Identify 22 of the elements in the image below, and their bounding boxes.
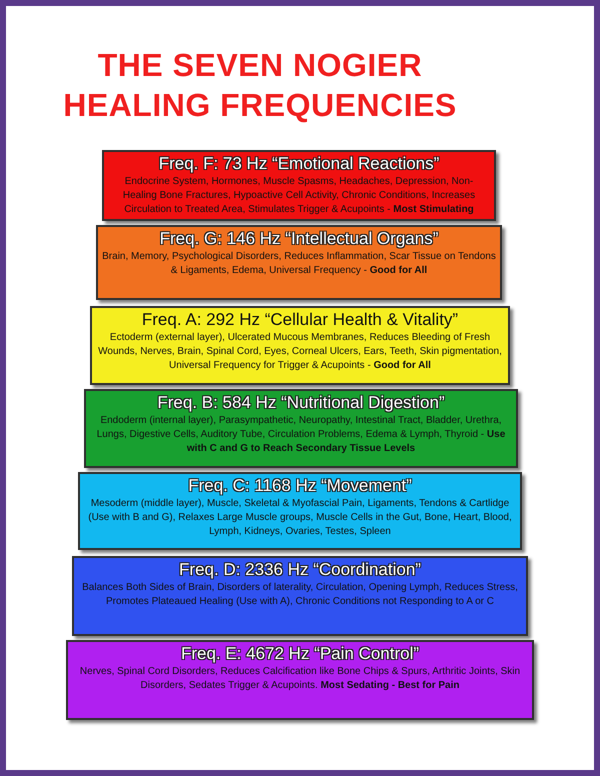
title: THE SEVEN NOGIER HEALING FREQUENCIES [62, 46, 458, 125]
band-description: Nerves, Spinal Cord Disorders, Reduces Calcification like Bone Chips & Spurs, Arthritic Joints, Skin Disorders, Sedates Trigger & Acupoints. Most Sedating - Best for Pain [78, 665, 522, 693]
frequency-band [66, 640, 534, 720]
frequency-band [102, 150, 496, 221]
band-heading: Freq. C: 1168 Hz “Movement” [188, 476, 412, 496]
band-description: Ectoderm (external layer), Ulcerated Mucous Membranes, Reduces Bleeding of Fresh Wounds, Nerves, Brain, Spinal Cord, Eyes, Corneal Ulcers, Ears, Teeth, Skin pigmentation, Universal Frequency for Trigger & Acupoints - Good for All [97, 331, 503, 373]
band-description: Endocrine System, Hormones, Muscle Spasms, Headaches, Depression, Non-Healing Bone Fractures, Hypoactive Cell Activity, Chronic Conditions, Increases Circulation to Treated Area, Stimulates Trigger & Acupoints - Most Stimulating [122, 175, 476, 217]
band-heading: Freq. F: 73 Hz “Emotional Reactions” [158, 154, 440, 174]
band-description: Balances Both Sides of Brain, Disorders of laterality, Circulation, Opening Lymph, Reduces Stress, Promotes Plateaued Healing (Use with A), Chronic Conditions not Responding to A or C [81, 581, 519, 609]
frequency-band [90, 306, 510, 385]
band-description: Brain, Memory, Psychological Disorders, Reduces Inflammation, Scar Tissue on Tendons & Ligaments, Edema, Universal Frequency - Good for All [102, 250, 496, 278]
band-heading: Freq. E: 4672 Hz “Pain Control” [180, 644, 420, 664]
band-description: Mesoderm (middle layer), Muscle, Skeletal & Myofascial Pain, Ligaments, Tendons & Cartlidge (Use with B and G), Relaxes Large Muscle groups, Muscle Cells in the Gut, Bone, Heart, Blood, Lymph, Kidneys, Ovaries, Testes, Spleen [87, 497, 513, 539]
frequency-band [84, 389, 518, 468]
frequency-band [78, 472, 522, 550]
frequency-band [72, 556, 528, 636]
band-heading: Freq. D: 2336 Hz “Coordination” [179, 560, 421, 580]
band-description: Endoderm (internal layer), Parasympathetic, Neuropathy, Intestinal Tract, Bladder, Urethra, Lungs, Digestive Cells, Auditory Tube, Circulation Problems, Edema & Lymph, Thyroid - Use with C and G to Reach Secondary Tissue Levels [96, 414, 506, 456]
band-heading: Freq. A: 292 Hz “Cellular Health & Vitality” [142, 310, 458, 330]
band-heading: Freq. G: 146 Hz “Intellectual Organs” [160, 229, 438, 249]
band-heading: Freq. B: 584 Hz “Nutritional Digestion” [157, 393, 445, 413]
frequency-band [96, 225, 502, 300]
